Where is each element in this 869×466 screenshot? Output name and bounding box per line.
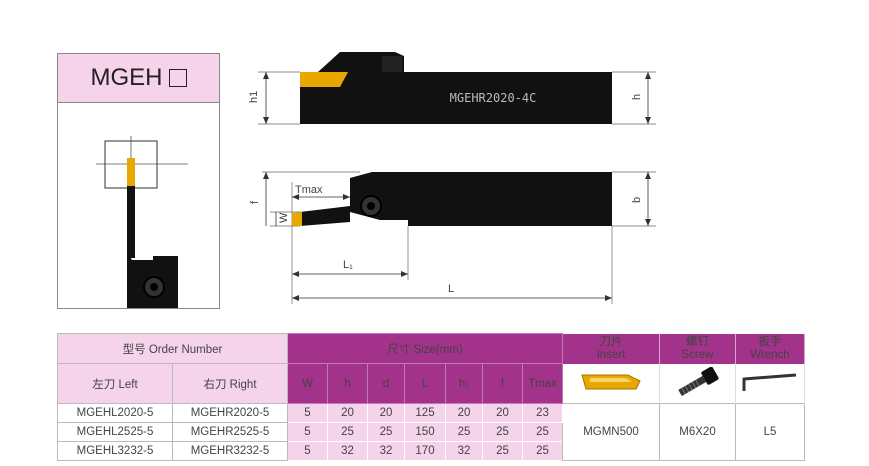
wrench-value: L5 — [735, 403, 805, 461]
front-blade — [300, 206, 350, 226]
front-screw-socket — [367, 202, 375, 210]
top-view: h1 MGEHR2020-4C h — [248, 52, 656, 125]
dim-tmax-label: Tmax — [295, 184, 323, 196]
left-header: 左刀 Left — [57, 363, 173, 404]
front-tool-body — [350, 172, 612, 226]
order-number-header: 型号 Order Number — [57, 333, 288, 364]
square-box-icon — [168, 69, 187, 87]
top-insert — [300, 72, 348, 87]
series-title: MGEH — [58, 54, 219, 103]
series-code: MGEH — [90, 64, 163, 91]
dim-w-label: W — [278, 212, 290, 223]
tool-drawings: h1 MGEHR2020-4C h f W Tmax — [248, 52, 656, 304]
insert-value: MGMN500 — [562, 403, 660, 461]
dim-l-label: L — [448, 283, 454, 295]
series-box: MGEH — [57, 53, 220, 309]
right-model: MGEHR2020-5 — [172, 403, 288, 423]
wrench-icon — [742, 373, 797, 391]
front-insert — [292, 212, 302, 226]
col-tmax: Tmax — [522, 363, 563, 404]
dim-l1-label: L₁ — [343, 259, 353, 271]
col-h: h — [327, 363, 368, 404]
left-model: MGEHL2020-5 — [57, 403, 173, 423]
top-tool-body — [300, 52, 612, 124]
screw-socket — [150, 283, 158, 291]
table-row: MGEHL2525-5 MGEHR2525-5 5 25 25 150 25 2… — [57, 422, 805, 442]
front-view: f W Tmax b L₁ L — [249, 171, 656, 304]
col-h1: h₁ — [445, 363, 483, 404]
blade — [127, 158, 135, 258]
col-f: f — [482, 363, 523, 404]
dim-h1-label: h1 — [248, 91, 260, 103]
body-marking: MGEHR2020-4C — [450, 91, 537, 105]
table-row: MGEHL2020-5 MGEHR2020-5 5 20 20 125 20 2… — [57, 403, 805, 461]
side-view-drawing — [96, 136, 188, 308]
left-model: MGEHL3232-5 — [57, 441, 173, 461]
insert-icon — [581, 374, 641, 390]
screw-value: M6X20 — [659, 403, 736, 461]
table-row: MGEHL3232-5 MGEHR3232-5 5 32 32 170 32 2… — [57, 441, 805, 461]
size-header: 尺寸 Size(mm) — [287, 333, 563, 364]
dim-f-label: f — [249, 200, 261, 204]
right-model: MGEHR3232-5 — [172, 441, 288, 461]
right-header: 右刀 Right — [172, 363, 288, 404]
wrench-picture — [735, 363, 805, 404]
screw-icon — [677, 366, 719, 396]
left-model: MGEHL2525-5 — [57, 422, 173, 442]
col-w: W — [287, 363, 328, 404]
dim-b-label: b — [631, 197, 643, 203]
dim-h-label: h — [631, 94, 643, 100]
screw-picture — [659, 363, 736, 404]
col-l: L — [404, 363, 446, 404]
insert-picture — [562, 363, 660, 404]
right-model: MGEHR2525-5 — [172, 422, 288, 442]
col-d: d — [367, 363, 405, 404]
insert-gold — [127, 158, 135, 186]
